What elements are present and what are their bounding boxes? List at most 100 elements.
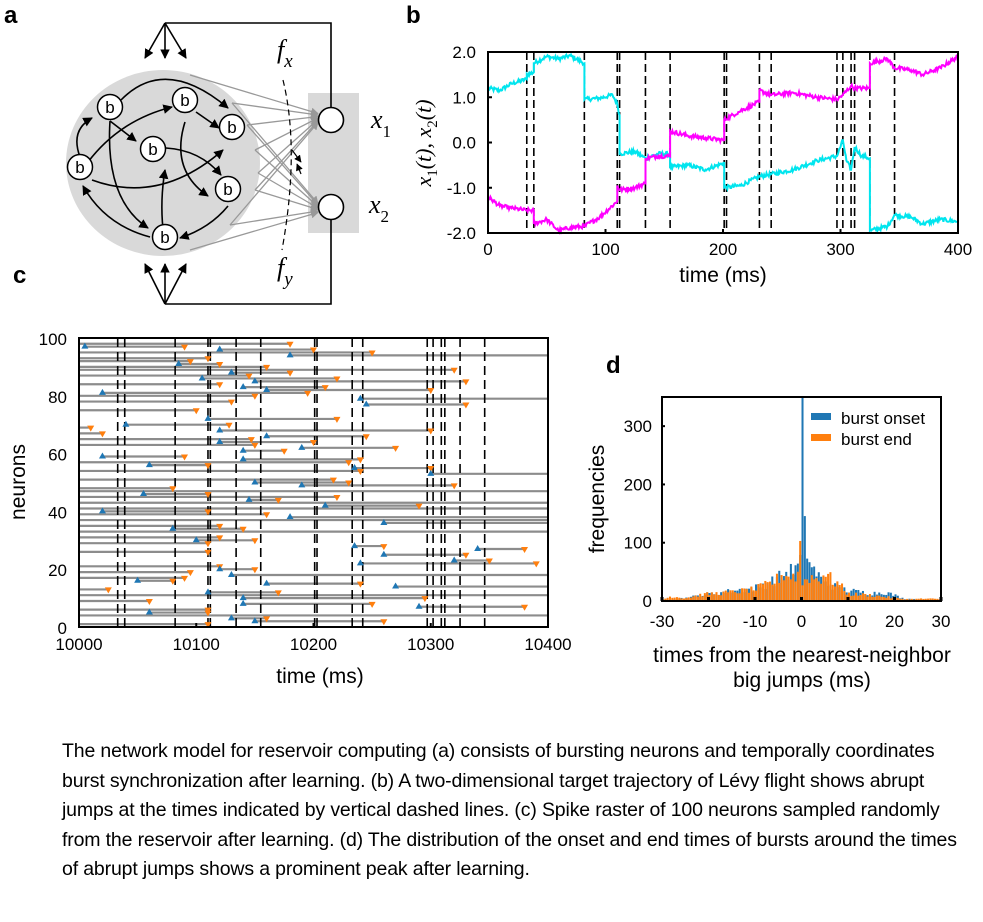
- burst-end-marker: [251, 538, 259, 545]
- burst-onset-marker: [122, 420, 130, 427]
- neuron-label: b: [223, 180, 232, 199]
- burst-end-marker: [286, 341, 294, 348]
- x-tick-label: -30: [650, 612, 675, 631]
- end-bar: [875, 595, 878, 601]
- readout-weight-to-x1: [246, 113, 319, 126]
- y-tick-label: 80: [48, 388, 67, 407]
- burst-end-marker: [204, 509, 212, 516]
- xlabel-c: time (ms): [276, 665, 364, 688]
- end-bar: [896, 597, 899, 601]
- neuron-label: b: [160, 228, 169, 247]
- end-bar: [780, 575, 783, 601]
- burst-end-marker: [280, 448, 288, 455]
- feedback-arrow-fx: [291, 149, 302, 163]
- trajectory-series: [487, 52, 959, 235]
- end-bar: [831, 584, 834, 601]
- burst-onset-marker: [134, 576, 142, 583]
- end-bar: [931, 598, 934, 601]
- burst-end-marker: [362, 434, 370, 441]
- burst-end-marker: [192, 408, 200, 415]
- neuron-label: b: [148, 140, 157, 159]
- onset-bar: [803, 516, 806, 601]
- readout-weight-to-x1: [254, 120, 319, 191]
- burst-end-marker: [186, 570, 194, 577]
- end-bar: [717, 594, 720, 601]
- end-bar: [706, 592, 709, 601]
- legend-label-end: burst end: [841, 430, 912, 449]
- end-bar: [738, 593, 741, 601]
- burst-end-marker: [274, 590, 282, 597]
- end-bar: [843, 591, 846, 601]
- end-bar: [761, 584, 764, 601]
- burst-end-marker: [87, 425, 95, 432]
- end-bar: [864, 594, 867, 601]
- end-bar: [736, 593, 739, 601]
- burst-end-marker: [204, 492, 212, 499]
- readout-weight-to-x2: [254, 149, 319, 208]
- bursting-neuron-4: b: [139, 135, 167, 163]
- y-tick-label: -2.0: [447, 224, 476, 243]
- end-bar: [766, 582, 769, 601]
- end-bar: [929, 598, 932, 601]
- end-bar: [859, 594, 862, 601]
- x-tick-label: 10300: [407, 635, 454, 654]
- panel-label-d: d: [606, 352, 621, 379]
- burst-end-marker: [304, 390, 312, 397]
- panel-label-a: a: [4, 2, 18, 29]
- burst-onset-marker: [286, 351, 294, 358]
- onset-bar: [850, 590, 853, 601]
- burst-end-marker: [521, 546, 529, 553]
- neuron-label: b: [75, 158, 84, 177]
- burst-onset-marker: [362, 400, 370, 407]
- end-bar: [829, 572, 832, 601]
- end-bar: [868, 593, 871, 601]
- y-tick-label: 0: [58, 619, 67, 638]
- xlabel-d-line2: big jumps (ms): [733, 669, 871, 692]
- end-bar: [824, 576, 827, 601]
- end-bar: [820, 583, 823, 601]
- readout-weight-to-x1: [229, 121, 319, 226]
- end-bar: [803, 579, 806, 601]
- end-bar: [887, 596, 890, 601]
- readout-weight-to-x2: [257, 172, 319, 209]
- burst-onset-marker: [239, 594, 247, 601]
- burst-end-marker: [333, 494, 341, 501]
- end-bar: [720, 595, 723, 601]
- end-bar: [689, 597, 692, 601]
- end-bar: [794, 581, 797, 601]
- onset-bar: [801, 397, 804, 601]
- end-bar: [773, 583, 776, 601]
- burst-end-marker: [204, 356, 212, 363]
- y-tick-label: 0.0: [452, 134, 476, 153]
- end-bar: [727, 592, 730, 601]
- burst-end-marker: [356, 457, 364, 464]
- x-tick-label: 10: [839, 612, 858, 631]
- onset-bar: [808, 562, 811, 601]
- end-bar: [724, 590, 727, 601]
- end-bar: [924, 598, 927, 601]
- burst-onset-marker: [227, 368, 235, 375]
- end-bar: [673, 597, 676, 601]
- end-bar: [696, 596, 699, 601]
- end-bar: [666, 597, 669, 601]
- burst-onset-marker: [286, 513, 294, 520]
- burst-end-marker: [345, 480, 353, 487]
- ylabel-c: neurons: [7, 444, 30, 520]
- end-bar: [880, 596, 883, 601]
- end-bar: [703, 593, 706, 601]
- y-tick-label: 300: [624, 417, 652, 436]
- series-x2: [487, 53, 959, 235]
- end-bar: [934, 598, 937, 601]
- end-bar: [764, 580, 767, 601]
- x-tick-label: 0: [483, 240, 492, 259]
- end-bar: [743, 588, 746, 601]
- readout-weight-to-x1: [189, 74, 319, 116]
- ylabel-b: x1(t), x2(t): [411, 99, 441, 187]
- burst-end-marker: [216, 362, 224, 369]
- x-tick-label: 30: [932, 612, 951, 631]
- x-tick-label: 10100: [173, 635, 220, 654]
- end-bar: [734, 592, 737, 601]
